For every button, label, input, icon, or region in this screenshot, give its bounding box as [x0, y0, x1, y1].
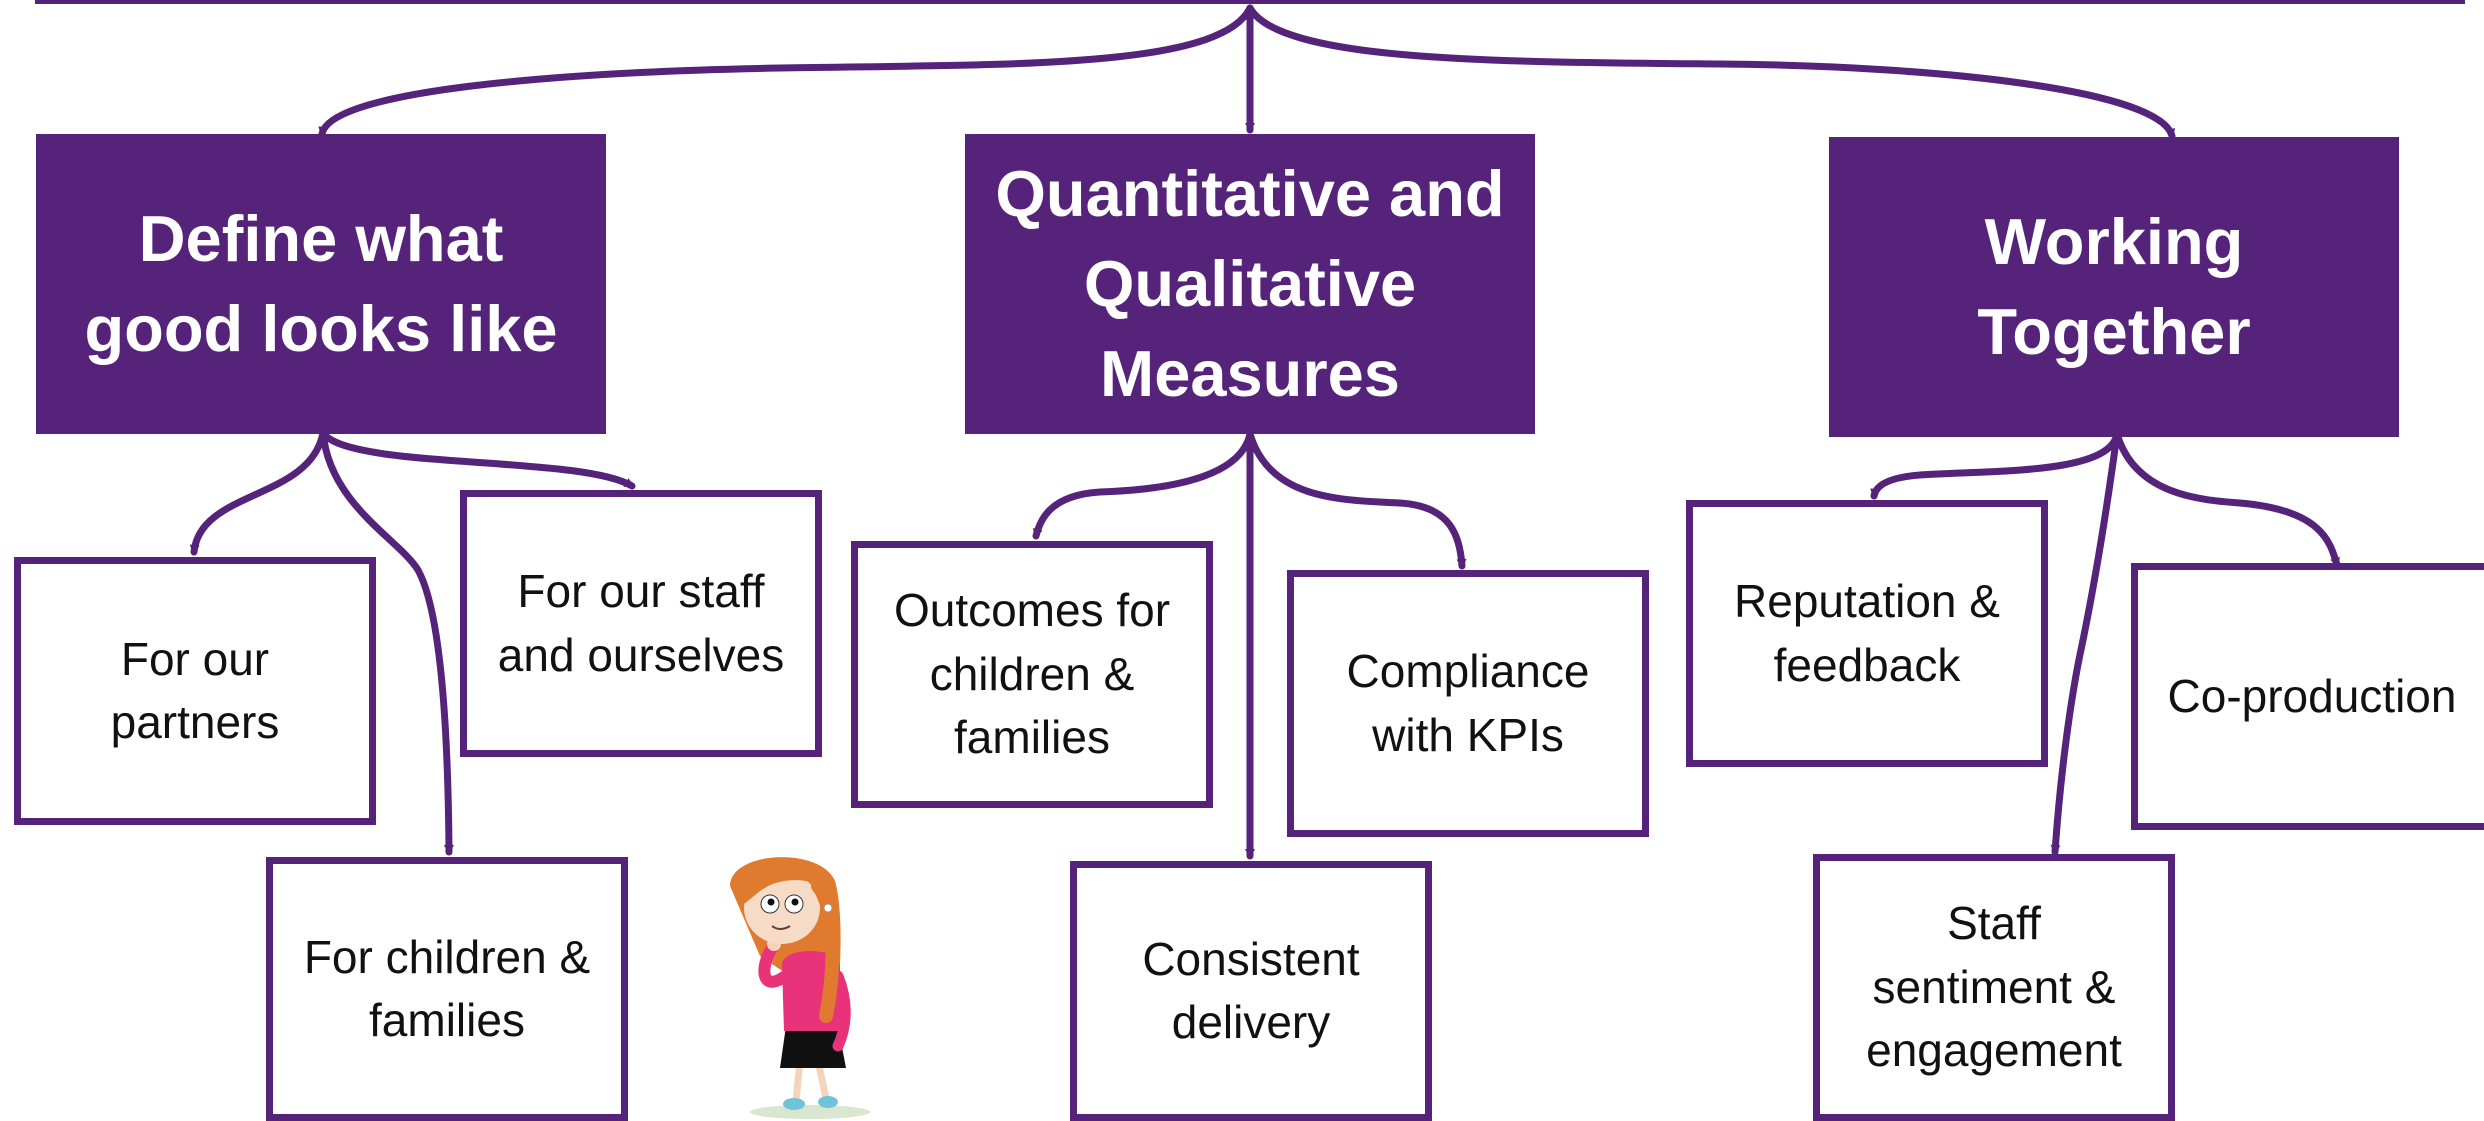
category-define-what-good-looks-like: Define what good looks like — [36, 134, 606, 434]
leaf-staff-sentiment-and-engagement: Staff sentiment & engagement — [1813, 854, 2175, 1121]
leaf-consistent-delivery: Consistent delivery — [1070, 861, 1432, 1121]
leaf-for-children-and-families: For children & families — [266, 857, 628, 1121]
leaf-for-our-partners: For our partners — [14, 557, 376, 825]
connector-working-to-reputation — [1870, 430, 2121, 500]
connector-measures-to-compliance — [1246, 430, 1467, 570]
leaf-for-our-staff-and-ourselves: For our staff and ourselves — [460, 490, 822, 757]
leaf-compliance-with-kpis: Compliance with KPIs — [1287, 570, 1649, 837]
top-bar — [35, 0, 2465, 4]
leaf-co-production: Co-production — [2131, 563, 2484, 830]
category-quantitative-and-qualitative-measures: Quantitative and Qualitative Measures — [965, 134, 1535, 434]
connector-top-to-define — [318, 4, 1254, 138]
connector-working-to-staff-sentiment — [2050, 430, 2121, 856]
connector-top-to-working — [1246, 4, 2176, 140]
connector-working-to-coproduction — [2113, 430, 2341, 569]
leaf-reputation-and-feedback: Reputation & feedback — [1686, 500, 2048, 767]
leaf-outcomes-for-children-and-families: Outcomes for children & families — [851, 541, 1213, 808]
connector-define-to-staff — [319, 429, 636, 490]
connector-define-to-children — [319, 429, 454, 856]
connector-measures-to-outcomes — [1032, 430, 1254, 540]
cartoon-girl-illustration — [730, 857, 870, 1119]
category-working-together: Working Together — [1829, 137, 2399, 437]
connector-define-to-partners — [189, 429, 327, 556]
